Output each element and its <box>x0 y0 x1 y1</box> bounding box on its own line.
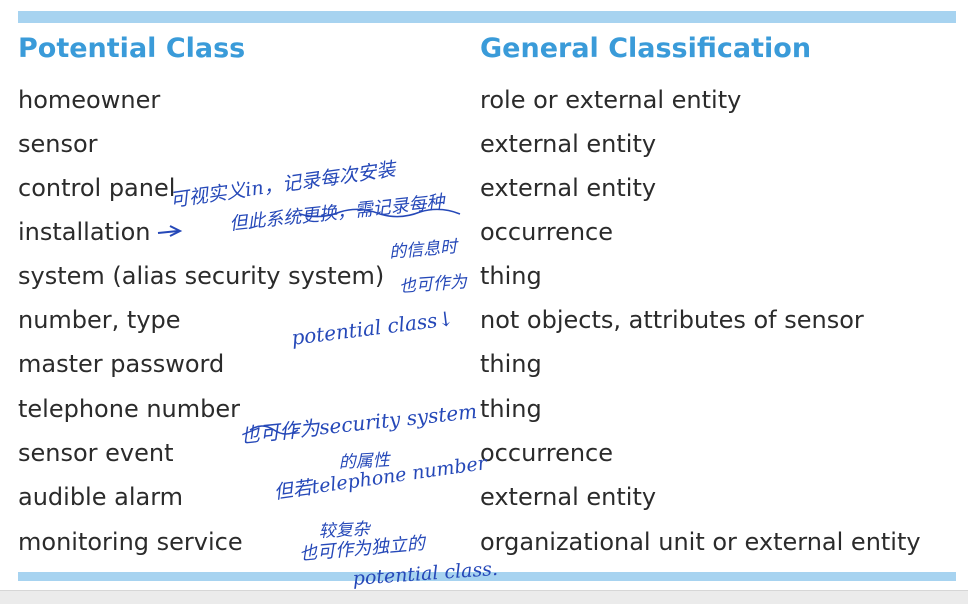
row-9-classification: occurrence <box>480 439 614 467</box>
row-7-class: master password <box>18 350 225 378</box>
row-8-classification: thing <box>480 395 542 423</box>
row-4-class: installation <box>18 218 151 246</box>
table-top-rule <box>18 11 956 23</box>
annotation-note-1-line-3: 的信息时 <box>388 237 458 263</box>
header-general-classification: General Classification <box>480 33 812 64</box>
annotation-note-1-line-4: 也可作为 <box>398 272 468 297</box>
row-5-classification: thing <box>480 262 542 290</box>
annotation-note-1-line-5: potential class↓ <box>290 306 456 350</box>
page-bottom-strip <box>0 590 968 604</box>
row-11-class: monitoring service <box>18 528 243 556</box>
row-2-classification: external entity <box>480 130 657 158</box>
header-potential-class: Potential Class <box>18 33 246 64</box>
row-3-classification: external entity <box>480 174 657 202</box>
row-1-classification: role or external entity <box>480 86 742 114</box>
arrow-head-stroke <box>169 225 183 237</box>
row-6-classification: not objects, attributes of sensor <box>480 306 864 334</box>
row-1-class: homeowner <box>18 86 161 114</box>
row-5-class: system (alias security system) <box>18 262 385 290</box>
row-9-class: sensor event <box>18 439 174 467</box>
table-bottom-rule <box>18 572 956 581</box>
row-7-classification: thing <box>480 350 542 378</box>
row-6-class: number, type <box>18 306 181 334</box>
row-11-classification: organizational unit or external entity <box>480 528 921 556</box>
row-4-classification: occurrence <box>480 218 614 246</box>
arrow-stroke <box>157 230 179 234</box>
row-2-class: sensor <box>18 130 98 158</box>
annotation-note-2-line-6: potential class. <box>352 557 499 590</box>
row-10-class: audible alarm <box>18 483 184 511</box>
row-8-class: telephone number <box>18 395 241 423</box>
row-10-classification: external entity <box>480 483 657 511</box>
annotation-note-2-line-1: 也可作为security system <box>238 399 479 448</box>
row-3-class: control panel <box>18 174 176 202</box>
annotation-note-2-line-5: 也可作为独立的 <box>298 533 426 565</box>
